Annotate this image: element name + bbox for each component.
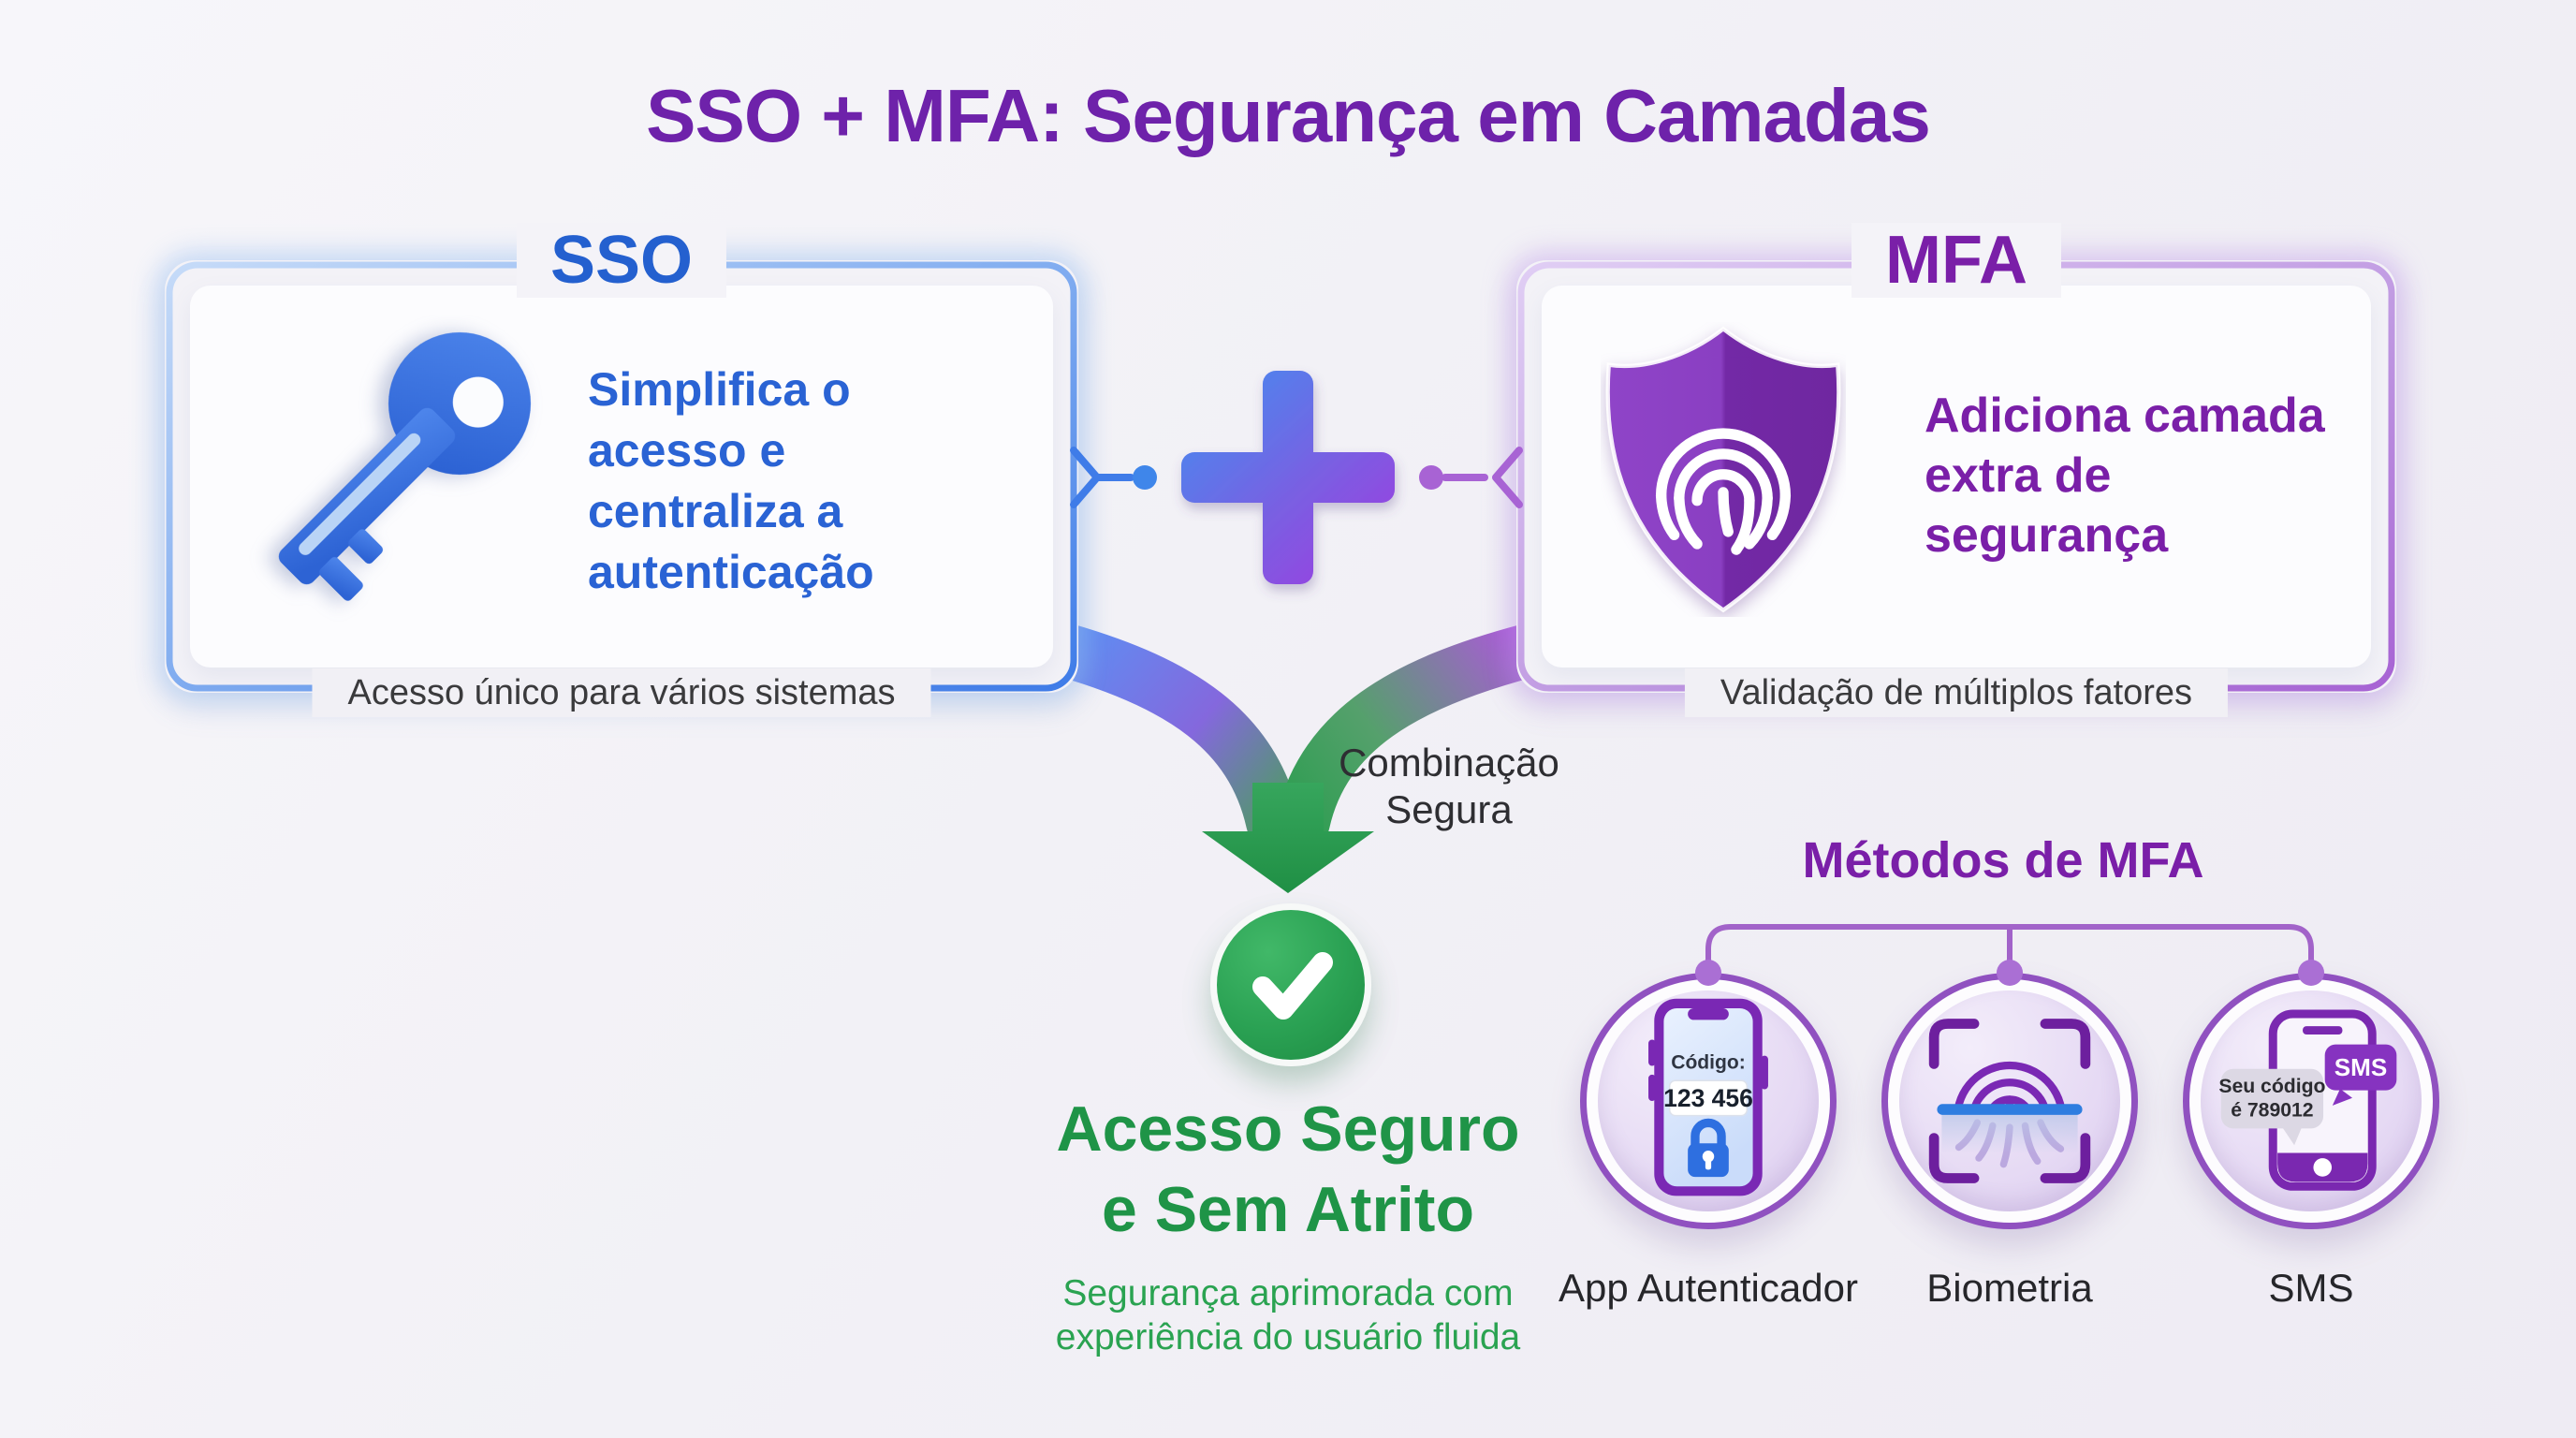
sms-code-bubble: Seu código é 789012 xyxy=(2218,1068,2326,1146)
combination-label-line: Segura xyxy=(1385,787,1513,831)
fingerprint-scan-icon xyxy=(1928,1019,2091,1183)
mfa-connector-dot xyxy=(1419,465,1443,490)
authenticator-phone-icon: Código: 123 456 xyxy=(1648,998,1768,1196)
method-circle-inner: Código: 123 456 xyxy=(1598,990,1819,1211)
mfa-methods-heading: Métodos de MFA xyxy=(1802,832,2204,888)
scan-line xyxy=(1937,1104,2083,1115)
shield-fingerprint-icon xyxy=(1605,326,1841,613)
mfa-description-line: Adiciona camada xyxy=(1925,389,2325,443)
sms-badge-bubble: SMS xyxy=(2324,1044,2397,1106)
result-subtitle-line: Segurança aprimorada com xyxy=(1062,1273,1514,1313)
mfa-connector xyxy=(1419,447,1523,508)
method-label-biometrics: Biometria xyxy=(1926,1266,2093,1310)
mfa-heading: MFA xyxy=(1852,223,2061,298)
sso-caption: Acesso único para vários sistemas xyxy=(312,668,931,717)
sso-description-line: acesso e xyxy=(588,424,786,477)
method-label-authenticator: App Autenticador xyxy=(1559,1266,1858,1310)
result-subtitle-line: experiência do usuário fluida xyxy=(1055,1317,1521,1357)
sso-description-line: Simplifica o xyxy=(588,363,851,416)
sso-card xyxy=(190,286,1053,668)
mfa-description: Adiciona camada extra de segurança xyxy=(1925,386,2325,565)
sms-phone-icon: SMS Seu código é 789012 xyxy=(2218,1009,2397,1191)
method-label-sms: SMS xyxy=(2268,1266,2354,1310)
fingerprint-glyph xyxy=(1655,428,1792,555)
method-circle-inner xyxy=(1899,990,2120,1211)
sms-code-line: Seu código xyxy=(2218,1076,2325,1097)
result-title-line: e Sem Atrito xyxy=(1101,1174,1474,1245)
merge-arrow-head xyxy=(1202,831,1374,893)
result-subtitle: Segurança aprimorada com experiência do … xyxy=(820,1271,1756,1359)
plus-icon xyxy=(1181,371,1395,584)
phone-code-value: 123 456 xyxy=(1663,1084,1753,1112)
sso-description-line: autenticação xyxy=(588,546,874,598)
page-title: SSO + MFA: Segurança em Camadas xyxy=(646,74,1931,157)
sso-connector xyxy=(1070,447,1157,508)
method-circle-inner: SMS Seu código é 789012 xyxy=(2201,990,2422,1211)
sms-badge-text: SMS xyxy=(2334,1053,2388,1081)
method-circle-sms: SMS Seu código é 789012 xyxy=(2183,973,2439,1229)
key-icon xyxy=(278,332,531,601)
combination-label-line: Combinação xyxy=(1339,741,1559,785)
sso-description: Simplifica o acesso e centraliza a auten… xyxy=(588,360,874,603)
mfa-description-line: extra de xyxy=(1925,448,2112,503)
mfa-caption: Validação de múltiplos fatores xyxy=(1684,668,2229,717)
mfa-description-line: segurança xyxy=(1925,508,2169,563)
phone-code-label: Código: xyxy=(1671,1052,1745,1074)
check-circle-icon xyxy=(1210,903,1371,1066)
method-circle-authenticator: Código: 123 456 xyxy=(1580,973,1837,1229)
sso-connector-dot xyxy=(1133,465,1157,490)
result-title-line: Acesso Seguro xyxy=(1056,1093,1520,1165)
fingerprint-upper xyxy=(1954,1062,2066,1109)
sms-code-line: é 789012 xyxy=(2231,1099,2313,1121)
sso-description-line: centraliza a xyxy=(588,485,843,537)
sso-box: Simplifica o acesso e centraliza a auten… xyxy=(165,223,1078,717)
scan-frame-brackets xyxy=(1928,1019,2091,1183)
result-title: Acesso Seguro e Sem Atrito xyxy=(820,1089,1756,1250)
method-circle-biometrics xyxy=(1881,973,2138,1229)
combination-label: Combinação Segura xyxy=(1309,740,1589,833)
mfa-box: Adiciona camada extra de segurança MFA V… xyxy=(1516,223,2396,717)
sso-heading: SSO xyxy=(516,223,727,298)
checkmark-glyph xyxy=(1252,952,1333,1020)
sso-ribbon xyxy=(1040,624,1300,849)
